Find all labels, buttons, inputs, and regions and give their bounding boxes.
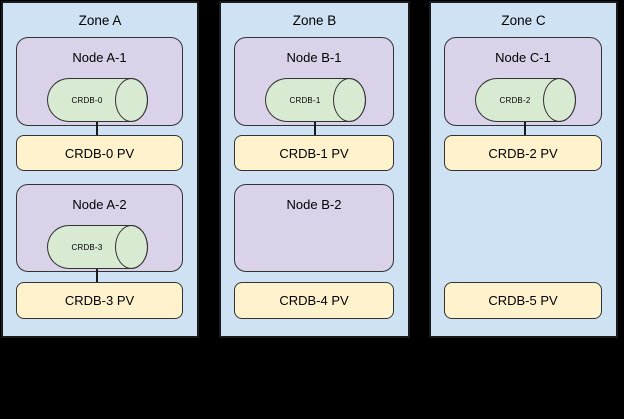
node-b1-title: Node B-1 (286, 50, 342, 65)
pv-crdb-3: CRDB-3 PV (16, 282, 183, 319)
crdb-0-database-cylinder-icon: CRDB-0 (47, 78, 148, 122)
node-a2-title: Node A-2 (72, 197, 127, 212)
crdb-0-label: CRDB-0 (71, 95, 103, 105)
pv-crdb-1: CRDB-1 PV (234, 135, 394, 171)
crdb-3-database-cylinder-icon: CRDB-3 (47, 225, 148, 269)
pv-crdb-4: CRDB-4 PV (234, 282, 394, 319)
connector-a2-to-pv (96, 269, 98, 283)
connector-b1-to-pv (314, 122, 316, 136)
crdb-2-database-cylinder-icon: CRDB-2 (475, 78, 576, 122)
cylinder-cap (333, 78, 366, 122)
pv-crdb-5: CRDB-5 PV (444, 282, 602, 319)
cylinder-cap (115, 78, 148, 122)
zone-a: Zone A Node A-1 CRDB-0 CRDB-0 PV Node A-… (1, 1, 199, 338)
connector-c1-to-pv (524, 122, 526, 136)
crdb-3-label: CRDB-3 (71, 242, 103, 252)
cylinder-cap (543, 78, 576, 122)
node-c1: Node C-1 CRDB-2 (444, 37, 602, 126)
pv-crdb-2: CRDB-2 PV (444, 135, 602, 171)
crdb-1-label: CRDB-1 (289, 95, 321, 105)
crdb-2-label: CRDB-2 (499, 95, 531, 105)
zone-a-title: Zone A (78, 13, 122, 28)
crdb-1-database-cylinder-icon: CRDB-1 (265, 78, 366, 122)
node-b1: Node B-1 CRDB-1 (234, 37, 394, 126)
node-b2: Node B-2 (234, 184, 394, 272)
node-a2: Node A-2 CRDB-3 (16, 184, 183, 272)
connector-a1-to-pv (96, 122, 98, 136)
zone-c-title: Zone C (501, 13, 546, 28)
zone-b-title: Zone B (292, 13, 337, 28)
pv-crdb-0: CRDB-0 PV (16, 135, 183, 171)
node-a1: Node A-1 CRDB-0 (16, 37, 183, 126)
zone-b: Zone B Node B-1 CRDB-1 CRDB-1 PV Node B-… (219, 1, 410, 338)
node-a1-title: Node A-1 (72, 50, 127, 65)
node-c1-title: Node C-1 (495, 50, 551, 65)
cylinder-cap (115, 225, 148, 269)
node-b2-title: Node B-2 (286, 197, 342, 212)
zone-c: Zone C Node C-1 CRDB-2 CRDB-2 PV CRDB-5 … (429, 1, 618, 338)
